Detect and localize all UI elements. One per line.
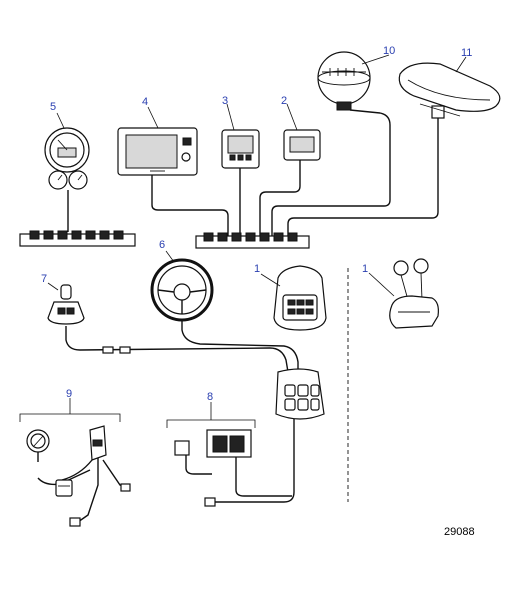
callout-1b: 1: [362, 263, 368, 275]
connector-bar-left: [19, 230, 136, 247]
control-head-a: [273, 265, 327, 331]
callout-11: 11: [461, 47, 472, 59]
callout-1a: 1: [254, 263, 260, 275]
switch-panel-kit: [166, 402, 256, 458]
gauge-cluster: [44, 127, 90, 190]
cables: [37, 109, 439, 523]
connector-bar-right: [195, 232, 310, 249]
callout-3: 3: [222, 95, 228, 107]
callout-9: 9: [66, 388, 72, 400]
callout-8: 8: [207, 391, 213, 403]
compact-display: [283, 129, 321, 161]
main-control-unit: [275, 368, 325, 420]
control-head-b: [389, 258, 439, 329]
callout-10: 10: [383, 45, 395, 57]
steering-wheel: [150, 258, 214, 322]
callout-6: 6: [159, 239, 165, 251]
gps-antenna: [398, 62, 501, 119]
gauge-kit: [19, 398, 121, 497]
reference-number: 29088: [444, 526, 475, 538]
callout-2: 2: [281, 95, 287, 107]
info-display: [221, 129, 260, 169]
callout-7: 7: [41, 273, 47, 285]
joystick: [47, 284, 85, 325]
cable-connectors: [69, 346, 216, 527]
callout-5: 5: [50, 101, 56, 113]
callouts: 5 4 3 2 10 11 6 1 1 7 9 8: [41, 45, 472, 403]
multifunction-display: [117, 127, 198, 176]
leader-lines: [47, 54, 467, 297]
callout-4: 4: [142, 96, 148, 108]
compass-sensor: [317, 51, 371, 111]
